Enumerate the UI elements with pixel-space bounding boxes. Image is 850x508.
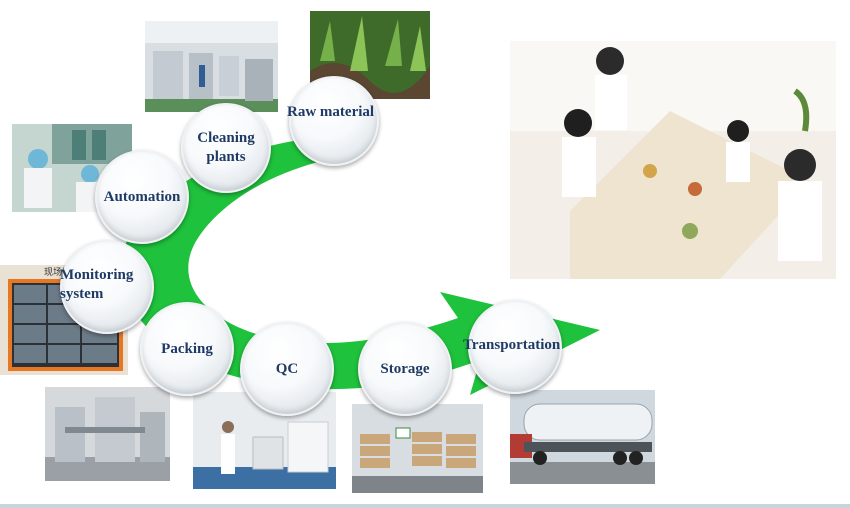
step-raw-material: [289, 76, 379, 166]
step-label-cleaning-plants: Cleaning plants: [197, 130, 255, 165]
photo-qc-lab: [193, 392, 336, 489]
photo-cleaning-plant: [145, 21, 278, 112]
step-packing: Packing: [140, 302, 234, 396]
photo-packing-line: [45, 387, 170, 481]
photo-raw-material-field: [310, 11, 430, 99]
step-label-raw-material: Raw material: [287, 104, 375, 120]
step-label-storage: Storage: [380, 360, 430, 377]
step-cleaning-plants: Cleaning plants: [181, 103, 271, 193]
step-label-automation: Automation: [103, 188, 181, 205]
step-monitoring-system: [60, 240, 154, 334]
step-storage: Storage: [358, 322, 452, 416]
step-label-transportation: Transportation: [463, 337, 561, 353]
photo-family-meal: [510, 41, 836, 279]
step-transportation: [468, 300, 562, 394]
step-label-monitoring-system: Monitoring system: [60, 267, 134, 302]
step-qc: QC: [240, 322, 334, 416]
bottom-border: [0, 504, 850, 508]
monitor-caption: 现场监: [44, 268, 72, 278]
step-label-qc: QC: [275, 360, 299, 377]
step-label-packing: Packing: [161, 340, 213, 357]
step-automation: Automation: [95, 150, 189, 244]
photo-storage-warehouse: [352, 404, 483, 493]
photo-tanker-truck: [510, 390, 655, 484]
